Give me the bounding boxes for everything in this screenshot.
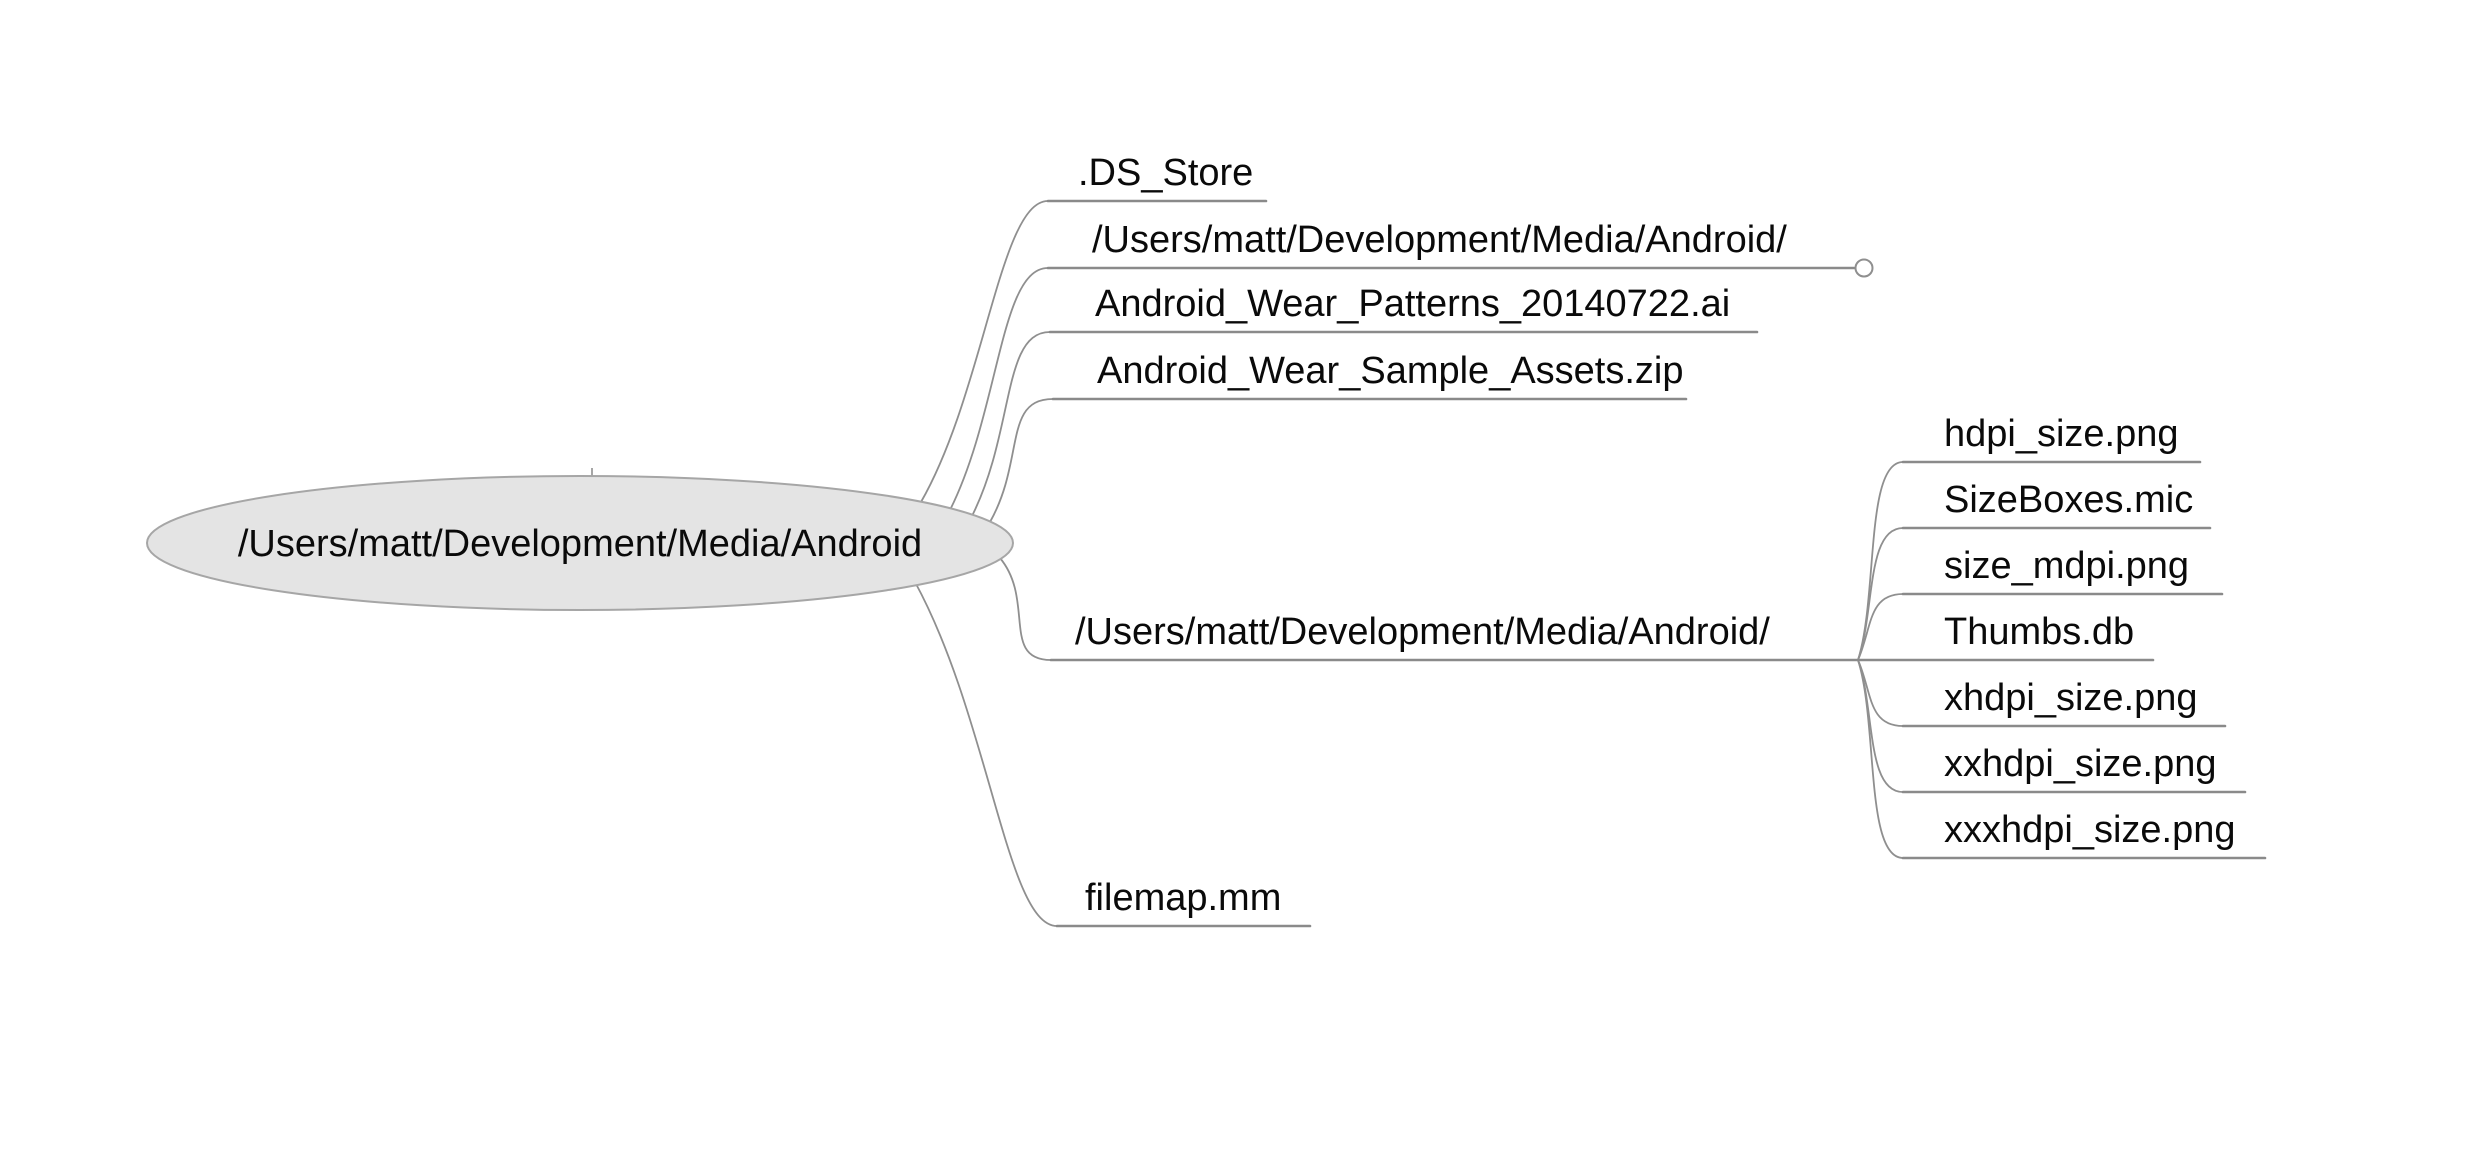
node-thumbs[interactable]: Thumbs.db	[1944, 611, 2134, 653]
edge-to-filemap	[914, 581, 1058, 927]
node-wear-assets[interactable]: Android_Wear_Sample_Assets.zip	[1097, 350, 1684, 392]
node-hdpi[interactable]: hdpi_size.png	[1944, 413, 2179, 455]
node-android-collapsed[interactable]: /Users/matt/Development/Media/Android/	[1092, 219, 1787, 261]
node-filemap[interactable]: filemap.mm	[1085, 877, 1281, 919]
edges-level1	[914, 200, 1058, 927]
collapsed-node-indicator-icon[interactable]	[1854, 258, 1874, 278]
edge-to-size-mdpi	[1857, 593, 1904, 661]
node-xhdpi[interactable]: xhdpi_size.png	[1944, 677, 2198, 719]
node-labels: /Users/matt/Development/Media/Android .D…	[238, 152, 2236, 919]
edge-to-wear-assets	[989, 398, 1054, 523]
node-wear-patterns[interactable]: Android_Wear_Patterns_20140722.ai	[1095, 283, 1730, 325]
edge-to-android-collapsed	[949, 267, 1049, 511]
edge-to-android-expanded	[999, 557, 1052, 661]
node-xxxhdpi[interactable]: xxxhdpi_size.png	[1944, 809, 2236, 851]
edge-to-sizeboxes	[1857, 527, 1904, 661]
edge-to-xxxhdpi	[1857, 659, 1904, 859]
node-underlines	[1046, 199, 2267, 928]
node-ds-store[interactable]: .DS_Store	[1078, 152, 1253, 194]
root-node-label[interactable]: /Users/matt/Development/Media/Android	[238, 523, 922, 565]
node-size-mdpi[interactable]: size_mdpi.png	[1944, 545, 2189, 587]
edges-level2	[1857, 461, 1904, 859]
node-xxhdpi[interactable]: xxhdpi_size.png	[1944, 743, 2217, 785]
node-android-expanded[interactable]: /Users/matt/Development/Media/Android/	[1075, 611, 1770, 653]
root-node-ellipse[interactable]	[146, 475, 1014, 611]
node-sizeboxes[interactable]: SizeBoxes.mic	[1944, 479, 2193, 521]
edge-to-wear-patterns	[971, 331, 1051, 517]
edge-to-ds-store	[920, 200, 1049, 503]
